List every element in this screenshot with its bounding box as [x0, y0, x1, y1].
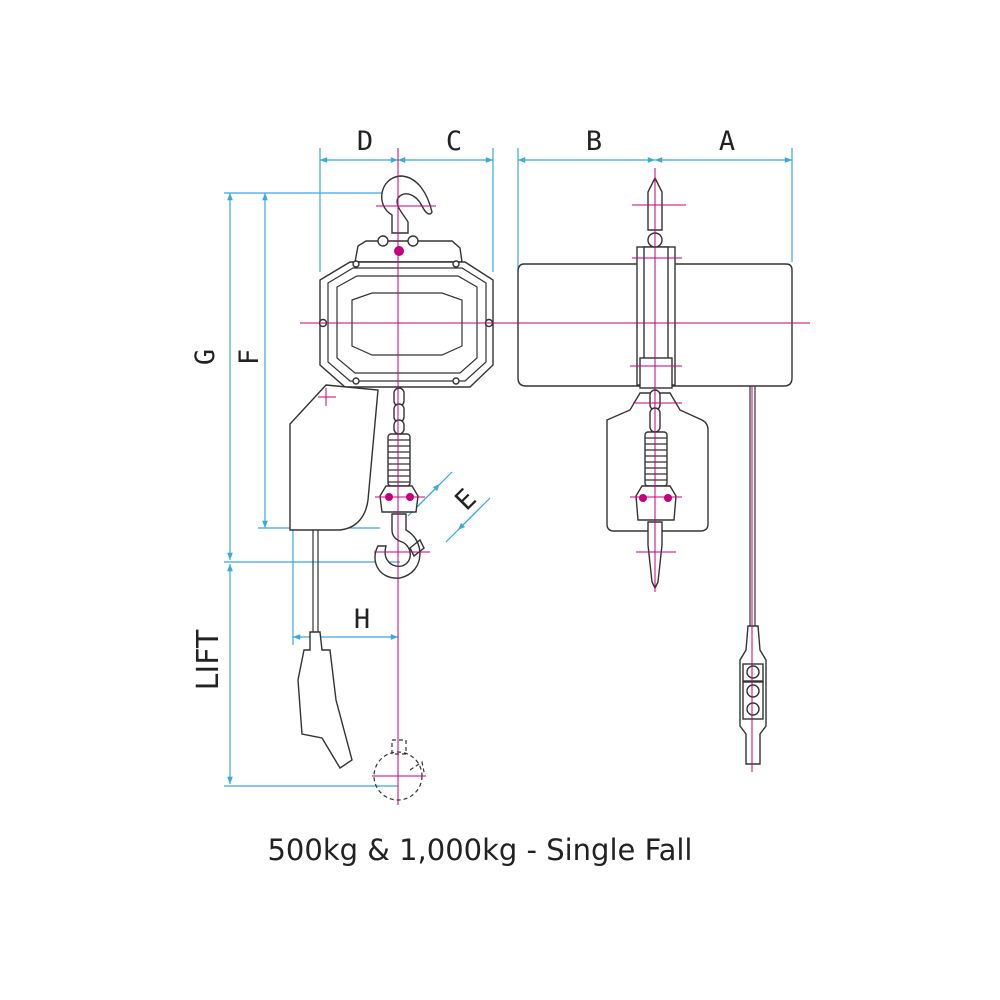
label-b: B: [586, 126, 602, 157]
lower-hook-icon: [374, 513, 425, 579]
label-c: C: [446, 126, 462, 157]
label-lift: LIFT: [191, 629, 226, 690]
label-a: A: [719, 126, 735, 157]
label-h: H: [354, 604, 370, 635]
label-f: F: [234, 349, 265, 365]
pendant-side: [297, 631, 353, 769]
label-e: E: [449, 483, 482, 516]
label-d: D: [357, 126, 373, 157]
hoist-front-view: [289, 175, 494, 801]
figure-caption: 500kg & 1,000kg - Single Fall: [267, 833, 693, 867]
dimension-lines: [224, 148, 793, 787]
center-lines: [300, 148, 810, 805]
up-button-icon: [746, 684, 760, 698]
label-g: G: [190, 349, 221, 365]
control-box: [289, 384, 379, 531]
down-button-icon: [746, 702, 760, 716]
lowered-hook: [373, 739, 425, 801]
spring: [387, 433, 411, 487]
stop-button-icon: [746, 665, 760, 679]
dim-e: [457, 507, 481, 531]
motor-housing: [319, 261, 494, 388]
top-hook-icon: [381, 175, 433, 234]
